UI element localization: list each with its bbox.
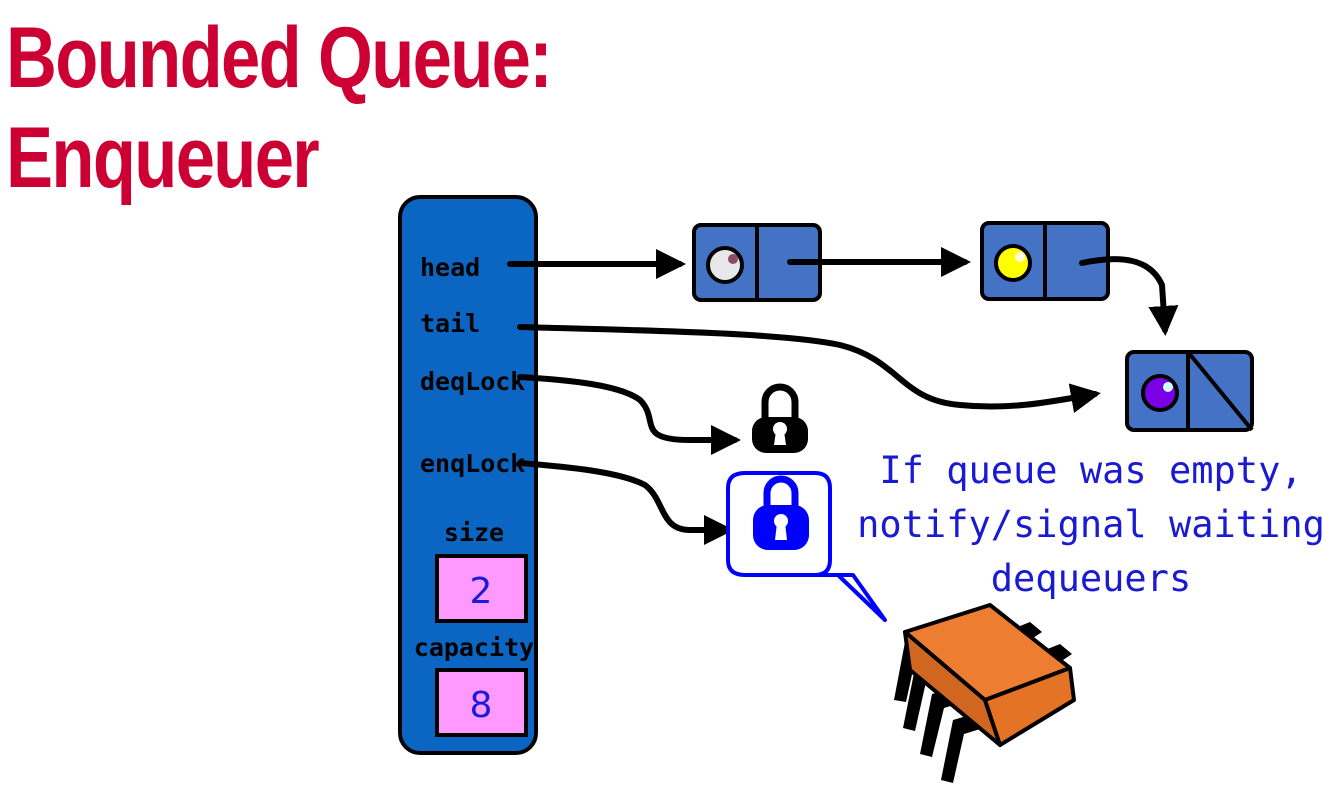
callout-line-3: dequeuers: [991, 557, 1191, 600]
node-2: [980, 221, 1110, 301]
enqlock-padlock-icon: [753, 475, 809, 550]
enqlock-pointer-arrow: [517, 460, 734, 545]
tail-pointer-arrow: [517, 324, 1101, 413]
enqueuer-thread-icon: [894, 603, 1076, 783]
node-1: [692, 223, 822, 302]
deqlock-pointer-arrow: [517, 374, 741, 455]
capacity-value: 8: [470, 685, 493, 726]
node-3-item-ball: [1141, 374, 1179, 412]
callout-line-2: notify/signal waiting: [857, 503, 1322, 546]
tail-field-label: tail: [420, 309, 480, 338]
node-2-next-arrow: [1079, 256, 1179, 336]
size-value: 2: [470, 571, 493, 612]
capacity-field-label: capacity: [414, 633, 534, 662]
queue-object: head tail deqLock enqLock size 2 capacit…: [398, 195, 538, 755]
node-3: [1125, 350, 1254, 432]
head-field-label: head: [420, 253, 480, 282]
capacity-value-box: [435, 668, 528, 737]
size-field-label: size: [444, 518, 504, 547]
enqlock-field-label: enqLock: [420, 449, 525, 478]
deqlock-padlock-icon: [752, 383, 808, 453]
node-1-item-ball: [706, 246, 744, 284]
enqlock-callout-frame: [726, 471, 887, 622]
callout-line-1: If queue was empty,: [879, 449, 1302, 492]
node-2-item-ball: [994, 244, 1032, 282]
deqlock-field-label: deqLock: [420, 367, 525, 396]
slide-title: Bounded Queue: Enqueuer: [6, 10, 553, 206]
null-pointer-slash: [1186, 350, 1254, 432]
size-value-box: [435, 554, 528, 623]
